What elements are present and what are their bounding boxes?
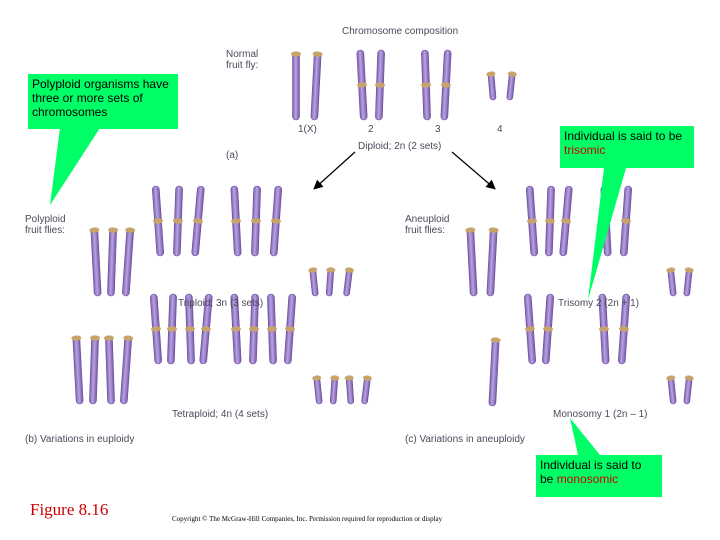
chromosome-number-1: 1(X) — [298, 124, 317, 135]
normal-label-line1: Normal — [226, 49, 259, 60]
monosomy-chromosome-1-0 — [524, 293, 536, 365]
chromosome-group — [71, 49, 694, 407]
polyploid-label-line2: fruit flies: — [25, 225, 66, 236]
monosomy-chromosome-2-1 — [618, 293, 630, 365]
tetraploid-chromosome-2-3 — [284, 293, 296, 365]
trisomy-chromosome-0-1 — [486, 227, 499, 297]
tetraploid-chromosome-0-2 — [103, 335, 115, 405]
monosomy-chromosome-3-1 — [683, 375, 694, 405]
callout-trisomic-prefix: Individual is said to be — [564, 129, 683, 143]
chromosome-number-4: 4 — [497, 124, 503, 135]
trisomy-chromosome-1-0 — [526, 185, 538, 257]
callout-pointer-polyploid — [50, 128, 100, 205]
triploid-chromosome-0-2 — [122, 227, 136, 297]
triploid-chromosome-2-1 — [251, 185, 261, 257]
aneuploid-label-line2: fruit flies: — [405, 225, 446, 236]
normal-chromosome-1-0 — [291, 51, 301, 121]
diploid-label: Diploid; 2n (2 sets) — [358, 141, 442, 152]
tetraploid-chromosome-2-2 — [267, 293, 277, 365]
triploid-chromosome-1-0 — [152, 185, 164, 257]
normal-chromosome-1-1 — [310, 51, 323, 121]
copyright-notice: Copyright © The McGraw-Hill Companies, I… — [172, 515, 443, 523]
tetraploid-chromosome-0-3 — [120, 335, 134, 405]
chromosome-composition-title: Chromosome composition — [342, 26, 459, 37]
triploid-chromosome-1-2 — [191, 185, 205, 257]
chromosome-number-3: 3 — [435, 124, 441, 135]
tetraploid-label: Tetraploid; 4n (4 sets) — [172, 409, 269, 420]
tetraploid-chromosome-1-2 — [185, 293, 195, 365]
polyploid-label-line1: Polyploid — [25, 214, 66, 225]
triploid-chromosome-2-2 — [270, 185, 282, 257]
triploid-chromosome-3-1 — [325, 267, 336, 297]
monosomy-chromosome-2-0 — [598, 293, 610, 365]
monosomy-label: Monosomy 1 (2n – 1) — [553, 409, 648, 420]
trisomy-chromosome-2-1 — [620, 185, 632, 257]
tetraploid-chromosome-3-1 — [329, 375, 340, 405]
normal-chromosome-3-0 — [421, 49, 431, 121]
trisomy-label: Trisomy 2 (2n + 1) — [558, 298, 640, 309]
tetraploid-chromosome-1-1 — [167, 293, 177, 365]
triploid-chromosome-0-1 — [107, 227, 119, 297]
tetraploid-chromosome-1-3 — [199, 293, 213, 365]
monosomy-chromosome-1-1 — [542, 293, 554, 365]
normal-chromosome-3-1 — [440, 49, 452, 121]
triploid-label: Triploid; 3n (3 sets) — [178, 298, 264, 309]
callout-monosomic-word: monosomic — [556, 472, 619, 486]
tetraploid-chromosome-0-1 — [89, 335, 101, 405]
callout-monosomic-prefix: Individual is said to be — [540, 458, 642, 486]
triploid-chromosome-3-2 — [343, 267, 354, 297]
callout-polyploid-text: Polyploid organisms have three or more s… — [32, 77, 169, 119]
tetraploid-chromosome-1-0 — [150, 293, 162, 365]
tetraploid-chromosome-3-0 — [312, 375, 323, 405]
tetraploid-chromosome-3-3 — [361, 375, 372, 405]
callout-polyploid: Polyploid organisms have three or more s… — [28, 74, 178, 129]
normal-chromosome-2-0 — [356, 49, 368, 121]
normal-chromosome-4-1 — [506, 71, 517, 101]
panel-c-label: (c) Variations in aneuploidy — [405, 434, 525, 445]
triploid-chromosome-2-0 — [230, 185, 242, 257]
normal-label-line2: fruit fly: — [226, 60, 259, 71]
monosomy-chromosome-3-0 — [666, 375, 677, 405]
trisomy-chromosome-1-1 — [545, 185, 555, 257]
trisomy-chromosome-3-0 — [666, 267, 677, 297]
figure-label: Figure 8.16 — [30, 500, 109, 519]
aneuploid-label-line1: Aneuploid — [405, 214, 450, 225]
callout-trisomic: Individual is said to be trisomic — [560, 126, 694, 168]
trisomy-chromosome-1-2 — [559, 185, 573, 257]
tetraploid-chromosome-2-1 — [249, 293, 259, 365]
tetraploid-chromosome-2-0 — [230, 293, 242, 365]
monosomy-chromosome-0-0 — [488, 337, 501, 407]
normal-chromosome-4-0 — [486, 71, 497, 101]
callout-monosomic: Individual is said to be monosomic — [536, 455, 662, 497]
triploid-chromosome-1-1 — [173, 185, 183, 257]
arrow-to-aneuploid — [451, 151, 496, 190]
tetraploid-chromosome-3-2 — [344, 375, 355, 405]
tetraploid-chromosome-0-0 — [71, 335, 84, 405]
panel-b-label: (b) Variations in euploidy — [25, 434, 135, 445]
arrow-to-polyploid — [313, 151, 356, 190]
chromosome-number-2: 2 — [368, 124, 374, 135]
normal-chromosome-2-1 — [375, 49, 385, 121]
triploid-chromosome-3-0 — [308, 267, 319, 297]
trisomy-chromosome-3-1 — [683, 267, 694, 297]
panel-a-label: (a) — [226, 150, 239, 161]
callout-pointer-monosomic — [570, 418, 600, 455]
triploid-chromosome-0-0 — [89, 227, 102, 297]
callout-trisomic-word: trisomic — [564, 143, 606, 157]
trisomy-chromosome-0-0 — [465, 227, 478, 297]
callout-pointer-trisomic — [588, 168, 626, 300]
